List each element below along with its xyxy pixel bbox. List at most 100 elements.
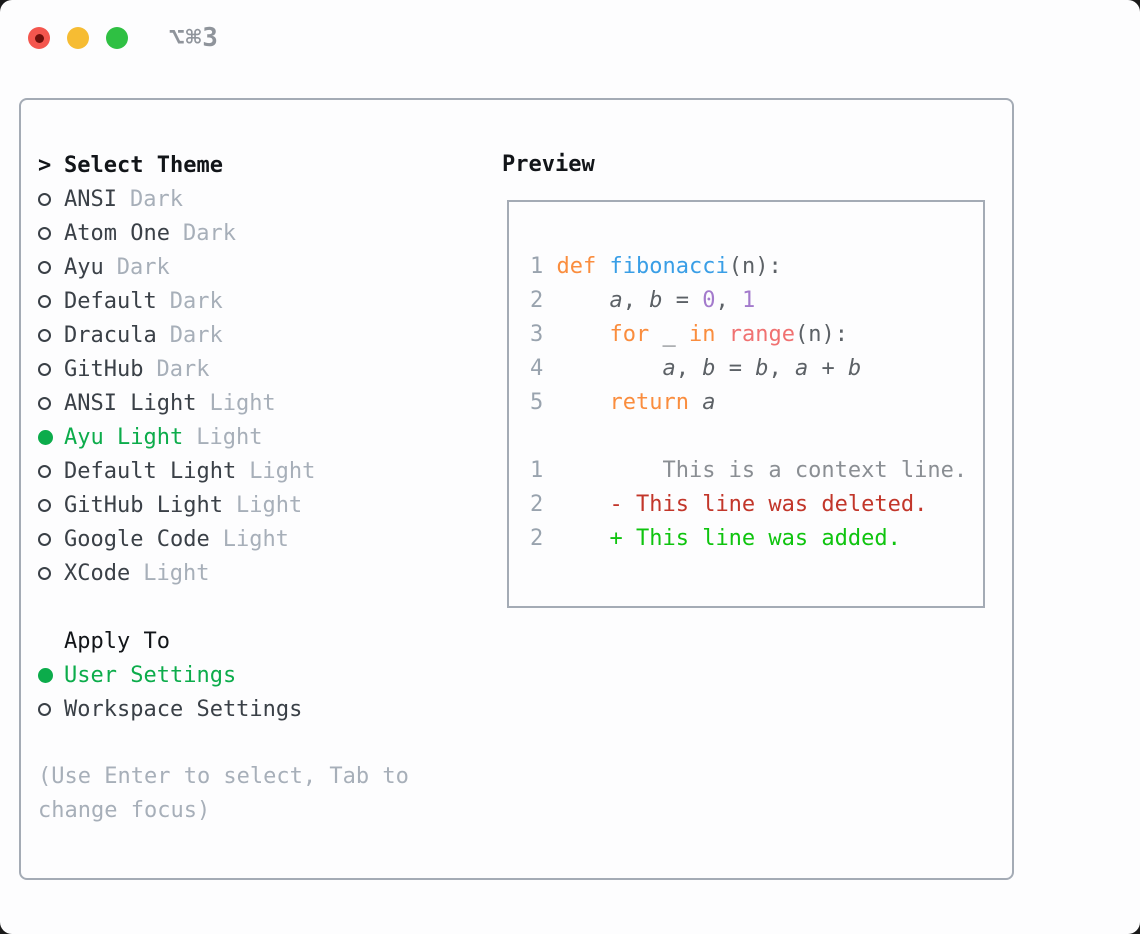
- theme-option-label: XCode: [64, 560, 131, 586]
- line-number: 3: [530, 322, 557, 347]
- theme-list-header-row: > Select Theme: [38, 148, 315, 182]
- code-token: b: [755, 356, 769, 381]
- radio-icon: [38, 328, 51, 342]
- code-token: b: [649, 288, 663, 313]
- code-token: (n):: [794, 322, 848, 347]
- radio-icon: [38, 702, 51, 716]
- code-token: in: [688, 322, 716, 347]
- bullet-cell: [38, 260, 64, 274]
- code-line: 1 def fibonacci(n):: [530, 250, 967, 284]
- radio-icon: [38, 396, 51, 410]
- code-token: [557, 322, 610, 347]
- zoom-button[interactable]: [106, 27, 128, 49]
- bullet-cell: [38, 532, 64, 546]
- code-token: range: [728, 322, 795, 347]
- radio-icon: [38, 226, 51, 240]
- code-token: This is a context line.: [556, 458, 968, 483]
- line-number: 2: [530, 288, 557, 313]
- code-token: a: [662, 356, 676, 381]
- code-token: =: [715, 356, 756, 381]
- theme-variant-label: Light: [196, 424, 263, 450]
- code-token: +: [808, 356, 848, 381]
- theme-option-label: ANSI: [64, 186, 117, 212]
- close-button[interactable]: [28, 27, 50, 49]
- code-token: ,: [715, 288, 742, 313]
- line-number: 2: [530, 526, 557, 551]
- code-line: 4 a, b = b, a + b: [530, 352, 967, 386]
- theme-option-label: Google Code: [64, 526, 210, 552]
- theme-option-label: GitHub Light: [64, 492, 223, 518]
- code-token: b: [702, 356, 716, 381]
- code-token: ,: [675, 356, 703, 381]
- code-line: 2 - This line was deleted.: [530, 488, 967, 522]
- code-token: ,: [768, 356, 795, 381]
- theme-variant-label: Dark: [182, 220, 236, 246]
- theme-variant-label: Dark: [116, 254, 170, 280]
- radio-icon: [38, 566, 51, 580]
- code-token: (n):: [728, 254, 782, 279]
- theme-option[interactable]: Ayu Dark: [38, 250, 315, 284]
- code-token: [689, 390, 702, 415]
- apply-option[interactable]: User Settings: [38, 658, 302, 692]
- apply-option-label: Workspace Settings: [64, 696, 303, 722]
- code-token: ,: [622, 288, 650, 313]
- theme-option-label: ANSI Light: [64, 390, 197, 416]
- preview-title: Preview: [502, 152, 595, 177]
- theme-option[interactable]: Atom One Dark: [38, 216, 315, 250]
- radio-selected-icon: [38, 667, 53, 683]
- radio-icon: [38, 294, 51, 308]
- code-token: [715, 322, 728, 347]
- apply-option[interactable]: Workspace Settings: [38, 692, 302, 726]
- theme-option-label: GitHub: [64, 356, 144, 382]
- code-token: - This line was deleted.: [556, 492, 928, 517]
- code-line: 2 + This line was added.: [530, 522, 967, 556]
- code-token: [557, 356, 663, 381]
- theme-variant-label: Light: [222, 526, 289, 552]
- radio-icon: [38, 532, 51, 546]
- code-token: fibonacci: [609, 254, 729, 279]
- minimize-button[interactable]: [67, 27, 89, 49]
- theme-option[interactable]: Ayu Light Light: [38, 420, 315, 454]
- theme-option-label: Default Light: [64, 458, 237, 484]
- unsaved-indicator-dot: [34, 33, 44, 43]
- bullet-cell: [38, 702, 64, 716]
- radio-icon: [38, 362, 51, 376]
- theme-option-label: Atom One: [64, 220, 170, 246]
- code-token: a: [609, 288, 623, 313]
- apply-to-header-row: Apply To: [38, 624, 302, 658]
- help-text-line: change focus): [38, 798, 211, 823]
- theme-variant-label: Dark: [169, 288, 223, 314]
- line-number: 2: [530, 492, 557, 517]
- apply-to-title: Apply To: [64, 628, 170, 654]
- code-token: b: [847, 356, 862, 381]
- theme-option[interactable]: Google Code Light: [38, 522, 315, 556]
- theme-option-label: Ayu: [64, 254, 104, 280]
- code-token: def: [556, 254, 597, 279]
- code-line: 2 a, b = 0, 1: [530, 284, 967, 318]
- radio-selected-icon: [38, 429, 53, 445]
- code-line: 1 This is a context line.: [530, 454, 967, 488]
- code-token: [557, 288, 610, 313]
- bullet-cell: [38, 566, 64, 580]
- radio-icon: [38, 498, 51, 512]
- code-token: 1: [741, 288, 756, 313]
- theme-option-label: Ayu Light: [64, 424, 184, 450]
- code-line: 5 return a: [530, 386, 967, 420]
- bullet-cell: [38, 294, 64, 308]
- theme-variant-label: Dark: [169, 322, 223, 348]
- code-token: a: [702, 390, 716, 415]
- line-number: 4: [530, 356, 557, 381]
- code-token: for: [609, 322, 650, 347]
